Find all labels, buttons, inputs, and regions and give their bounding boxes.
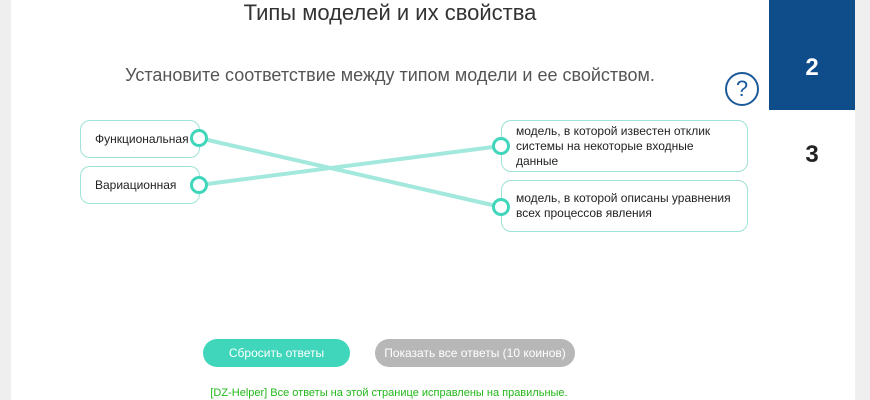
left-connector-dot-0[interactable] <box>190 129 208 147</box>
right-connector-dot-1[interactable] <box>492 198 510 216</box>
help-button[interactable]: ? <box>725 72 759 106</box>
instruction-text: Установите соответствие между типом моде… <box>125 65 655 85</box>
right-item-label: модель, в которой известен отклик систем… <box>516 123 711 168</box>
left-item-label: Вариационная <box>95 178 177 192</box>
page-title: Типы моделей и их свойства <box>243 0 537 25</box>
right-connector-dot-0[interactable] <box>492 137 510 155</box>
exercise-card: Типы моделей и их свойства Установите со… <box>11 0 769 400</box>
step-3[interactable]: 3 <box>805 141 819 168</box>
connection-lines <box>197 136 503 209</box>
left-connector-dot-1[interactable] <box>190 176 208 194</box>
right-item-response[interactable]: модель, в которой известен отклик систем… <box>501 120 748 172</box>
left-item-label: Функциональная <box>95 132 189 146</box>
left-item-functional[interactable]: Функциональная <box>80 120 200 158</box>
reset-answers-button[interactable]: Сбросить ответы <box>203 339 350 367</box>
helper-note: [DZ-Helper] Все ответы на этой странице … <box>210 387 568 399</box>
show-all-answers-button[interactable]: Показать все ответы (10 коинов) <box>375 339 575 367</box>
step-2-active[interactable]: 2 <box>769 0 855 110</box>
left-item-variational[interactable]: Вариационная <box>80 166 200 204</box>
step-sidebar: 2 3 <box>769 0 855 400</box>
connection-line-1 <box>197 144 503 187</box>
connection-line-0 <box>197 136 503 209</box>
question-mark-icon: ? <box>735 76 749 101</box>
right-item-label: модель, в которой описаны уравнения всех… <box>516 191 731 220</box>
right-item-equations[interactable]: модель, в которой описаны уравнения всех… <box>501 180 748 232</box>
